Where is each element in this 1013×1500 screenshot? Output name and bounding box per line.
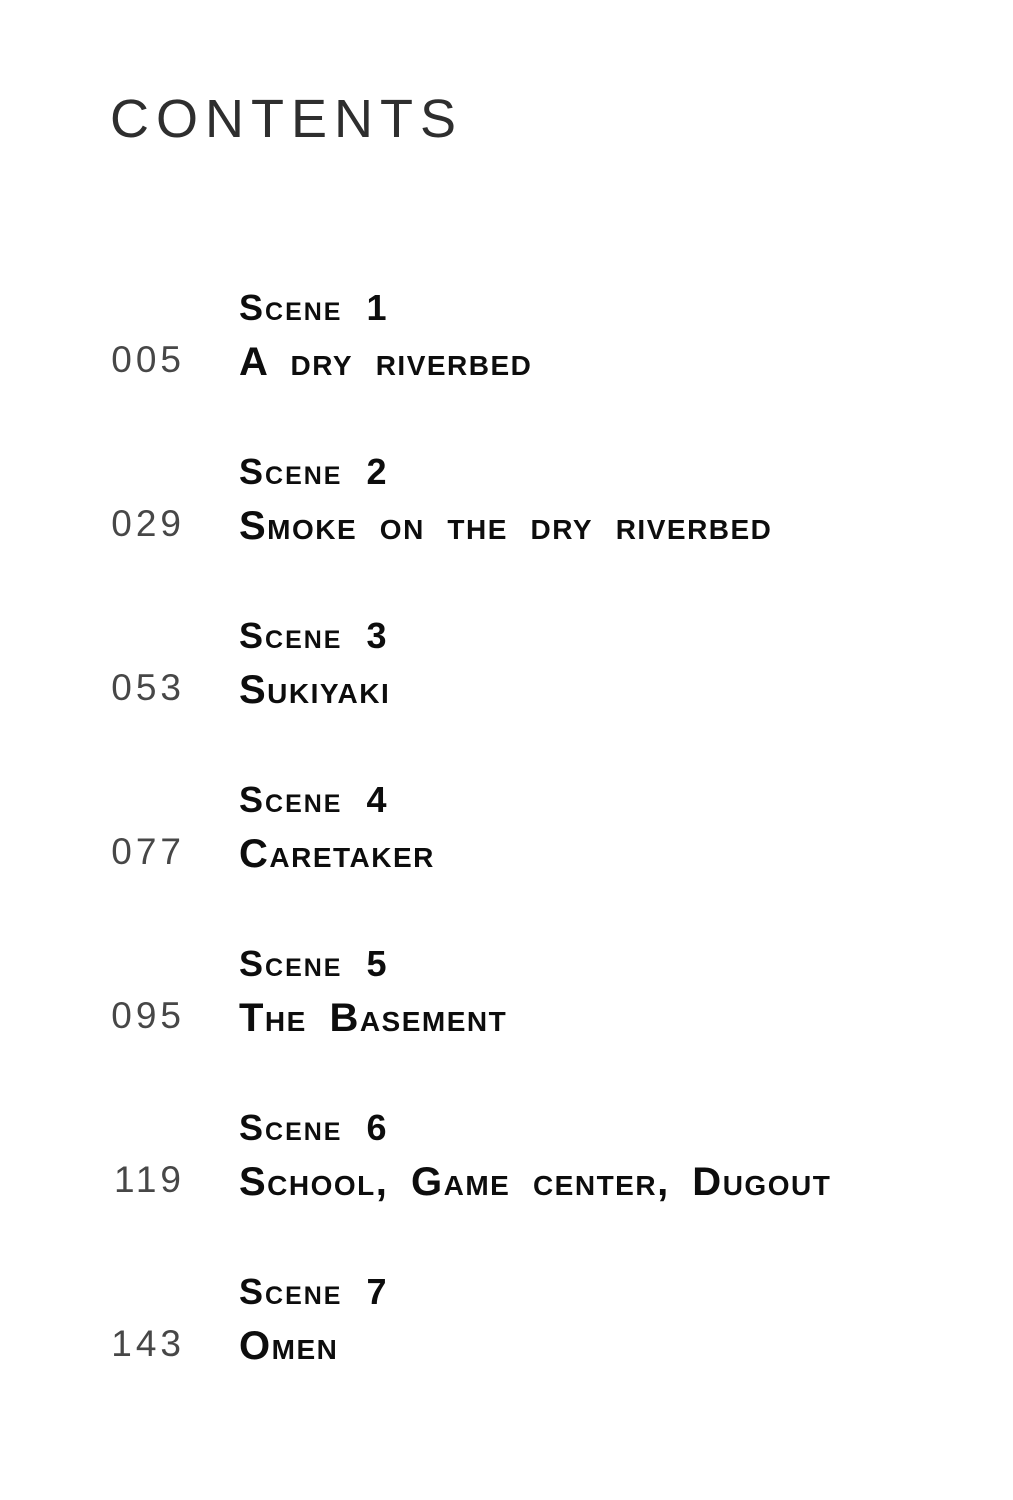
page-number: 119 — [114, 1159, 185, 1201]
page-title: CONTENTS — [110, 89, 463, 149]
scene-title: Sukiyaki — [239, 668, 391, 712]
toc-entry: 119 Scene 6 School, Game center, Dugout — [0, 1107, 1013, 1204]
scene-title: Smoke on the dry riverbed — [239, 504, 773, 548]
scene-title: The Basement — [239, 996, 508, 1040]
scene-label: Scene 7 — [239, 1271, 389, 1312]
toc-entry: 005 Scene 1 A dry riverbed — [0, 287, 1013, 384]
page-number: 029 — [111, 503, 185, 545]
scene-label: Scene 6 — [239, 1107, 389, 1148]
toc-entry: 095 Scene 5 The Basement — [0, 943, 1013, 1040]
toc-entry: 029 Scene 2 Smoke on the dry riverbed — [0, 451, 1013, 548]
scene-title: A dry riverbed — [239, 340, 533, 384]
page-number: 053 — [111, 667, 185, 709]
scene-label: Scene 5 — [239, 943, 389, 984]
toc-entry: 143 Scene 7 Omen — [0, 1271, 1013, 1368]
scene-title: School, Game center, Dugout — [239, 1160, 832, 1204]
scene-title: Omen — [239, 1324, 339, 1368]
page-number: 077 — [111, 831, 185, 873]
toc-entry: 077 Scene 4 Caretaker — [0, 779, 1013, 876]
scene-title: Caretaker — [239, 832, 435, 876]
page-number: 143 — [111, 1323, 185, 1365]
toc-entry: 053 Scene 3 Sukiyaki — [0, 615, 1013, 712]
page-number: 005 — [111, 339, 185, 381]
scene-label: Scene 2 — [239, 451, 389, 492]
table-of-contents: 005 Scene 1 A dry riverbed 029 Scene 2 S… — [0, 287, 1013, 1368]
scene-label: Scene 4 — [239, 779, 389, 820]
scene-label: Scene 3 — [239, 615, 389, 656]
page-number: 095 — [111, 995, 185, 1037]
scene-label: Scene 1 — [239, 287, 389, 328]
